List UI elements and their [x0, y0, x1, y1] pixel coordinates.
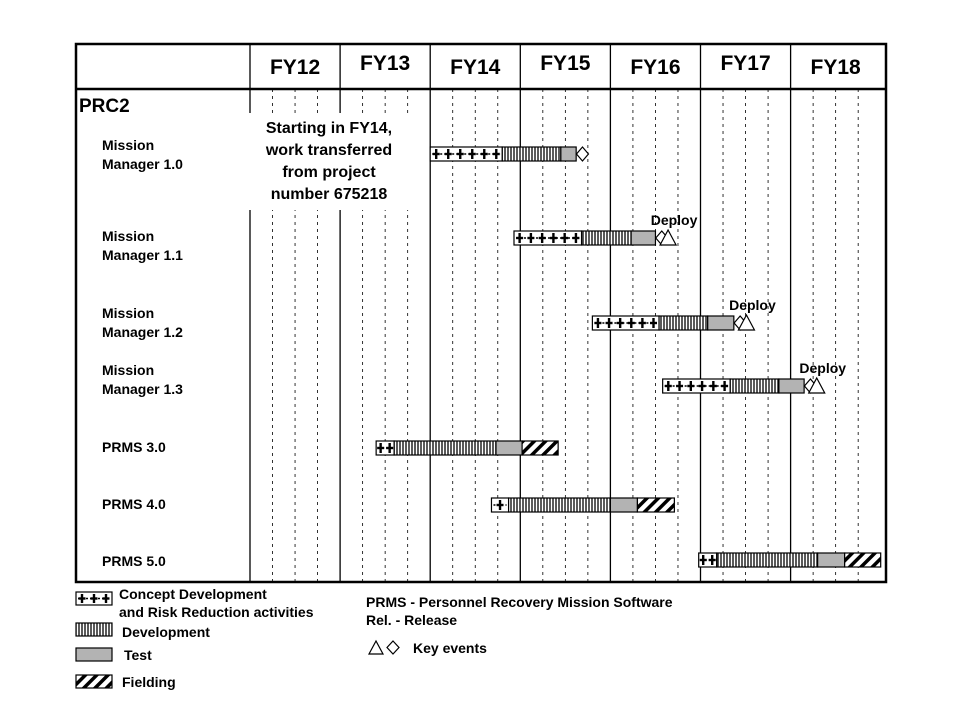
legend-note-prms: PRMS - Personnel Recovery Mission Softwa…	[366, 594, 673, 610]
bar-test-prms-4-0	[609, 497, 639, 513]
bar-test-mission-manager-1-3	[778, 378, 805, 394]
annotation-line-1: Starting in FY14,	[266, 120, 392, 137]
legend-label-test: Test	[124, 647, 152, 663]
fiscal-year-label-fy13: FY13	[360, 52, 410, 75]
fiscal-year-label-fy18: FY18	[811, 56, 862, 79]
bar-test-mission-manager-1-0	[560, 146, 577, 162]
bar-development-prms-4-0	[507, 497, 612, 513]
milestone-triangle-icon	[807, 376, 826, 394]
row-label-line: Mission	[102, 305, 154, 321]
row-label-line: Mission	[102, 228, 154, 244]
row-label-line: PRMS 5.0	[102, 553, 166, 569]
row-prms-3-0: PRMS 3.0	[102, 439, 559, 456]
bar-development-mission-manager-1-1	[580, 230, 632, 246]
bar-development-prms-5-0	[716, 552, 819, 568]
fiscal-year-label-fy17: FY17	[720, 52, 770, 75]
milestone-triangle-icon	[737, 313, 756, 331]
row-label-line: PRMS 3.0	[102, 439, 166, 455]
legend-triangle-icon	[367, 639, 385, 655]
bar-fielding-prms-5-0	[844, 552, 882, 568]
bar-development-mission-manager-1-2	[658, 315, 709, 331]
deploy-label: Deploy	[799, 360, 846, 376]
deploy-label: Deploy	[651, 212, 698, 228]
bar-development-prms-3-0	[393, 440, 497, 456]
legend-swatch-fielding	[75, 674, 113, 689]
row-label-line: Manager 1.2	[102, 324, 183, 340]
legend-label-concept-line-1: Concept Development	[119, 586, 267, 602]
milestone-triangle-icon	[659, 228, 678, 246]
annotation-background	[249, 113, 409, 210]
legend-label-fielding: Fielding	[122, 674, 176, 690]
fiscal-year-label-fy14: FY14	[450, 56, 501, 79]
annotation-line-2: work transferred	[265, 142, 392, 159]
milestone-diamond-icon	[575, 146, 590, 162]
bar-test-prms-5-0	[817, 552, 846, 568]
deploy-label: Deploy	[729, 297, 776, 313]
fiscal-year-label-fy16: FY16	[630, 56, 680, 79]
bar-development-mission-manager-1-0	[501, 146, 562, 162]
row-label-line: Manager 1.0	[102, 156, 183, 172]
legend-note-release: Rel. - Release	[366, 612, 457, 628]
row-label-line: Manager 1.3	[102, 381, 183, 397]
annotation-line-3: from project	[282, 164, 376, 181]
bar-test-prms-3-0	[495, 440, 523, 456]
legend-swatch-concept	[75, 591, 113, 606]
bar-test-mission-manager-1-2	[707, 315, 735, 331]
group-label: PRC2	[79, 96, 130, 117]
bar-development-mission-manager-1-3	[729, 378, 780, 394]
annotation-line-4: number 675218	[271, 186, 388, 203]
row-prms-5-0: PRMS 5.0	[102, 552, 882, 569]
row-label-line: Mission	[102, 362, 154, 378]
row-label-line: Mission	[102, 137, 154, 153]
row-label-line: Manager 1.1	[102, 247, 183, 263]
bar-fielding-prms-3-0	[521, 440, 559, 456]
row-label-line: PRMS 4.0	[102, 496, 166, 512]
fiscal-year-header: FY12 FY13 FY14 FY15 FY16 FY17 FY18	[270, 52, 861, 79]
bar-fielding-prms-4-0	[636, 497, 675, 513]
fiscal-year-label-fy12: FY12	[270, 56, 320, 79]
legend-diamond-icon	[386, 640, 400, 655]
chart-frame	[74, 42, 888, 584]
fiscal-year-label-fy15: FY15	[540, 52, 591, 75]
legend-swatch-development	[75, 622, 113, 637]
row-prms-4-0: PRMS 4.0	[102, 496, 675, 513]
legend: Concept Development and Risk Reduction a…	[75, 586, 673, 690]
legend-label-development: Development	[122, 624, 210, 640]
legend-label-key-events: Key events	[413, 640, 487, 656]
legend-label-concept-line-2: and Risk Reduction activities	[119, 604, 314, 620]
bar-test-mission-manager-1-1	[630, 230, 657, 246]
grid-lines	[249, 44, 859, 582]
legend-swatch-test	[75, 647, 113, 662]
